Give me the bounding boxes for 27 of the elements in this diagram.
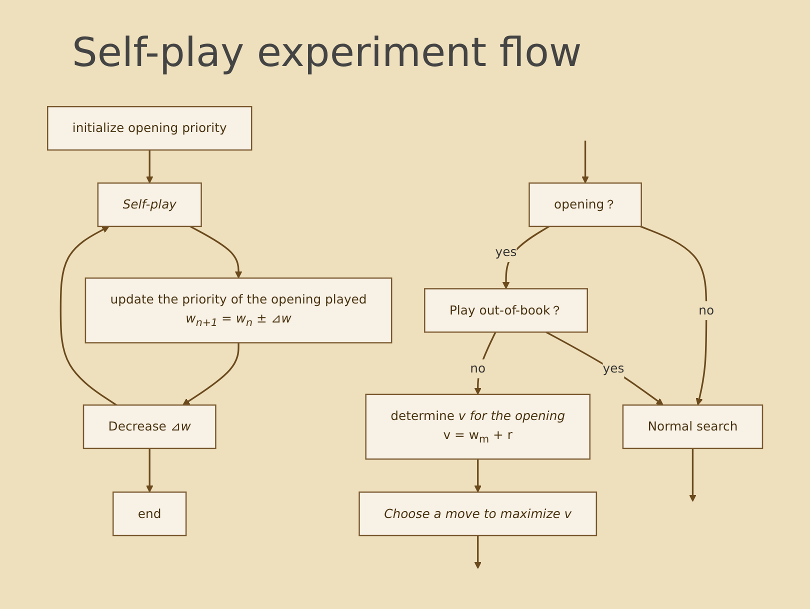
edge-label: yes — [495, 244, 517, 260]
arrow — [640, 226, 708, 406]
arrow — [182, 342, 240, 406]
edge-label: yes — [602, 360, 624, 376]
arrow — [60, 226, 117, 406]
node-box: Choose a move to maximize v — [358, 492, 597, 536]
arrow — [502, 226, 550, 290]
node-box: end — [112, 492, 187, 536]
edge-label: no — [470, 360, 486, 376]
node-box: update the priority of the opening played w$_{n+1}$ = w$_{n}$ ± ⊿w — [84, 277, 392, 344]
node-box: Normal search — [622, 404, 764, 450]
node-box: Decrease ⊿w — [82, 404, 216, 450]
diagram-title: Self-play experiment flow — [72, 30, 582, 76]
node-box: determine v for the opening v = w$_{m}$ + r — [365, 394, 590, 460]
node-box: opening？ — [528, 182, 642, 228]
arrow — [582, 140, 589, 184]
edge-label: no — [698, 302, 714, 318]
arrow — [146, 448, 154, 492]
arrow — [689, 448, 696, 502]
arrow — [146, 150, 154, 184]
node-box: Play out-of-book？ — [424, 288, 588, 333]
node-box: initialize opening priority — [46, 106, 252, 151]
node-box: Self-play — [97, 182, 202, 228]
arrow — [474, 536, 482, 569]
arrow — [474, 459, 482, 492]
arrow — [190, 226, 242, 278]
arrow — [546, 331, 664, 406]
